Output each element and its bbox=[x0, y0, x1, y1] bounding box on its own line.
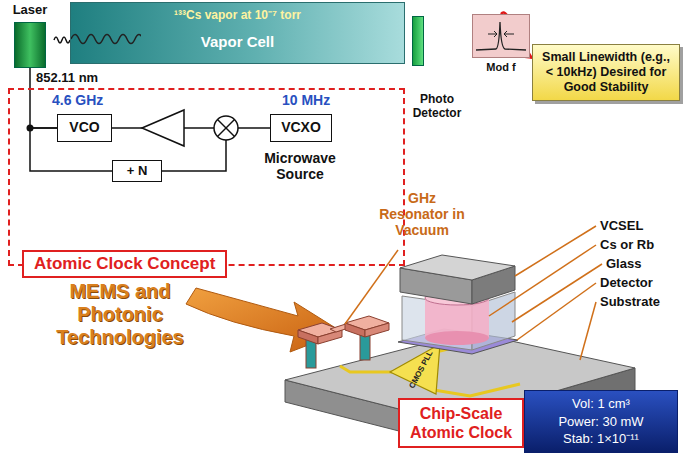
node-text: VCXO bbox=[271, 115, 331, 140]
label: Substrate bbox=[600, 294, 660, 309]
connector bbox=[54, 37, 70, 43]
label: 852.11 nm bbox=[36, 70, 98, 85]
label: Cs or Rb bbox=[600, 237, 654, 252]
spec-box: Vol: 1 cm³Power: 30 mWStab: 1×10⁻¹¹ bbox=[524, 390, 678, 453]
node-text: Power: 30 mW bbox=[533, 413, 669, 431]
label: Glass bbox=[606, 256, 641, 271]
node-text: Stab: 1×10⁻¹¹ bbox=[533, 430, 669, 448]
laser-body bbox=[14, 22, 46, 68]
label: Detector bbox=[600, 275, 653, 290]
node-text: Chip-Scale Atomic Clock bbox=[404, 404, 518, 442]
detector-bar bbox=[412, 16, 424, 66]
node-text: Laser bbox=[6, 2, 54, 17]
vco-box: VCO bbox=[57, 114, 112, 142]
label: Microwave Source bbox=[248, 150, 352, 182]
title-box: Chip-Scale Atomic Clock bbox=[398, 398, 524, 448]
dashed-region: Atomic Clock ConceptVCOVCXO+ N bbox=[8, 88, 405, 266]
node-text: Small Linewidth (e.g., < 10kHz) Desired … bbox=[539, 50, 673, 95]
amplifier-symbol bbox=[142, 110, 184, 146]
label: 4.6 GHz bbox=[52, 92, 103, 108]
label: MEMS and Photonic Technologies bbox=[40, 280, 200, 349]
cmos-pll-chip bbox=[390, 344, 440, 394]
laser: Laser bbox=[6, 2, 54, 68]
label: GHz Resonator in Vacuum bbox=[372, 190, 472, 238]
divider-box: + N bbox=[112, 160, 162, 182]
node-text: ¹³³Cs vapor at 10⁻⁷ torr bbox=[71, 6, 404, 23]
node-text: + N bbox=[113, 161, 161, 180]
vcxo-box: VCXO bbox=[270, 114, 332, 142]
junction-dot bbox=[27, 125, 34, 132]
divider-wire bbox=[162, 140, 226, 171]
connector bbox=[112, 127, 270, 129]
laser-beam bbox=[71, 25, 141, 55]
resonance-curve bbox=[472, 14, 530, 58]
label: 10 MHz bbox=[282, 92, 330, 108]
node-text: Vol: 1 cm³ bbox=[533, 395, 669, 413]
mixer-symbol bbox=[214, 116, 238, 140]
node-text: Atomic Clock Concept bbox=[22, 250, 227, 278]
vcsel-package bbox=[400, 255, 515, 304]
node-text: VCO bbox=[58, 115, 111, 140]
ghz-resonator bbox=[298, 316, 389, 368]
leader-lines bbox=[345, 226, 602, 360]
resonance-plot: Mod f bbox=[472, 14, 530, 76]
callout-box: Small Linewidth (e.g., < 10kHz) Desired … bbox=[532, 44, 680, 101]
transition-arrow bbox=[186, 288, 342, 352]
node-text: Photo Detector bbox=[408, 92, 466, 120]
node-text: Mod f bbox=[472, 61, 530, 73]
node-text: Vapor Cell bbox=[71, 33, 404, 50]
photo-detector: Photo Detector bbox=[408, 12, 466, 124]
vapor-cell: ¹³³Cs vapor at 10⁻⁷ torrVapor Cell bbox=[70, 2, 405, 64]
label: VCSEL bbox=[600, 218, 643, 233]
